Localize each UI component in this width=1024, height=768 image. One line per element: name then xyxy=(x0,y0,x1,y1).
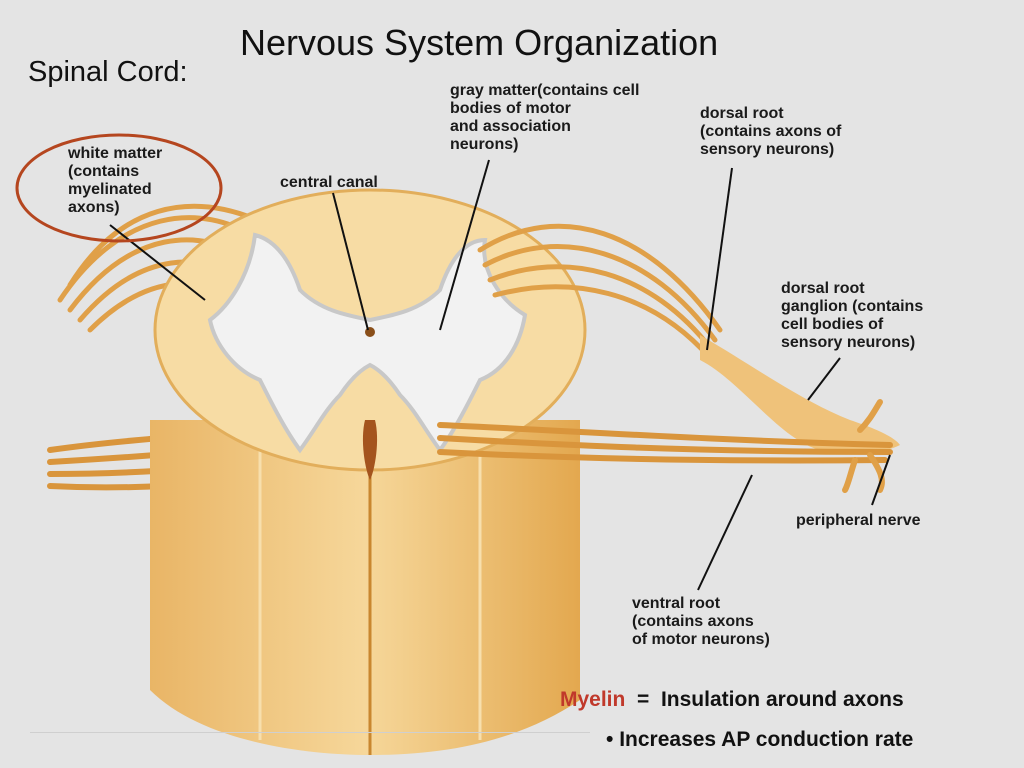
label-ventral-root: ventral root (contains axons of motor ne… xyxy=(632,595,770,648)
label-dorsal-root: dorsal root (contains axons of sensory n… xyxy=(700,105,842,158)
label-white-matter: white matter (contains myelinated axons) xyxy=(68,145,163,216)
central-canal xyxy=(365,327,375,337)
white-matter-highlight-circle xyxy=(15,133,223,243)
spinal-cord-lower-body xyxy=(150,420,580,755)
myelin-term: Myelin xyxy=(560,688,626,711)
equals-sign: = xyxy=(637,688,650,711)
label-gray-matter: gray matter(contains cell bodies of moto… xyxy=(450,82,640,153)
myelin-definition: Myelin = Insulation around axons xyxy=(560,688,904,712)
myelin-definition-text: Insulation around axons xyxy=(660,688,904,711)
right-ventral-rootlets xyxy=(437,422,893,464)
footer-rule xyxy=(30,732,590,733)
label-central-canal: central canal xyxy=(280,174,378,191)
bullet-glyph: • xyxy=(606,728,614,751)
slide-title: Nervous System Organization xyxy=(240,22,719,63)
dorsal-root-ganglion-shape xyxy=(700,335,900,454)
right-dorsal-rootlets xyxy=(477,223,723,361)
peripheral-nerve-branches xyxy=(842,399,885,493)
label-dorsal-root-ganglion: dorsal root ganglion (contains cell bodi… xyxy=(781,280,924,351)
conduction-bullet: • Increases AP conduction rate xyxy=(606,728,913,752)
leader-lines xyxy=(109,159,891,591)
conduction-text: Increases AP conduction rate xyxy=(619,728,914,751)
slide-subtitle: Spinal Cord: xyxy=(28,56,188,88)
label-peripheral-nerve: peripheral nerve xyxy=(796,512,921,529)
